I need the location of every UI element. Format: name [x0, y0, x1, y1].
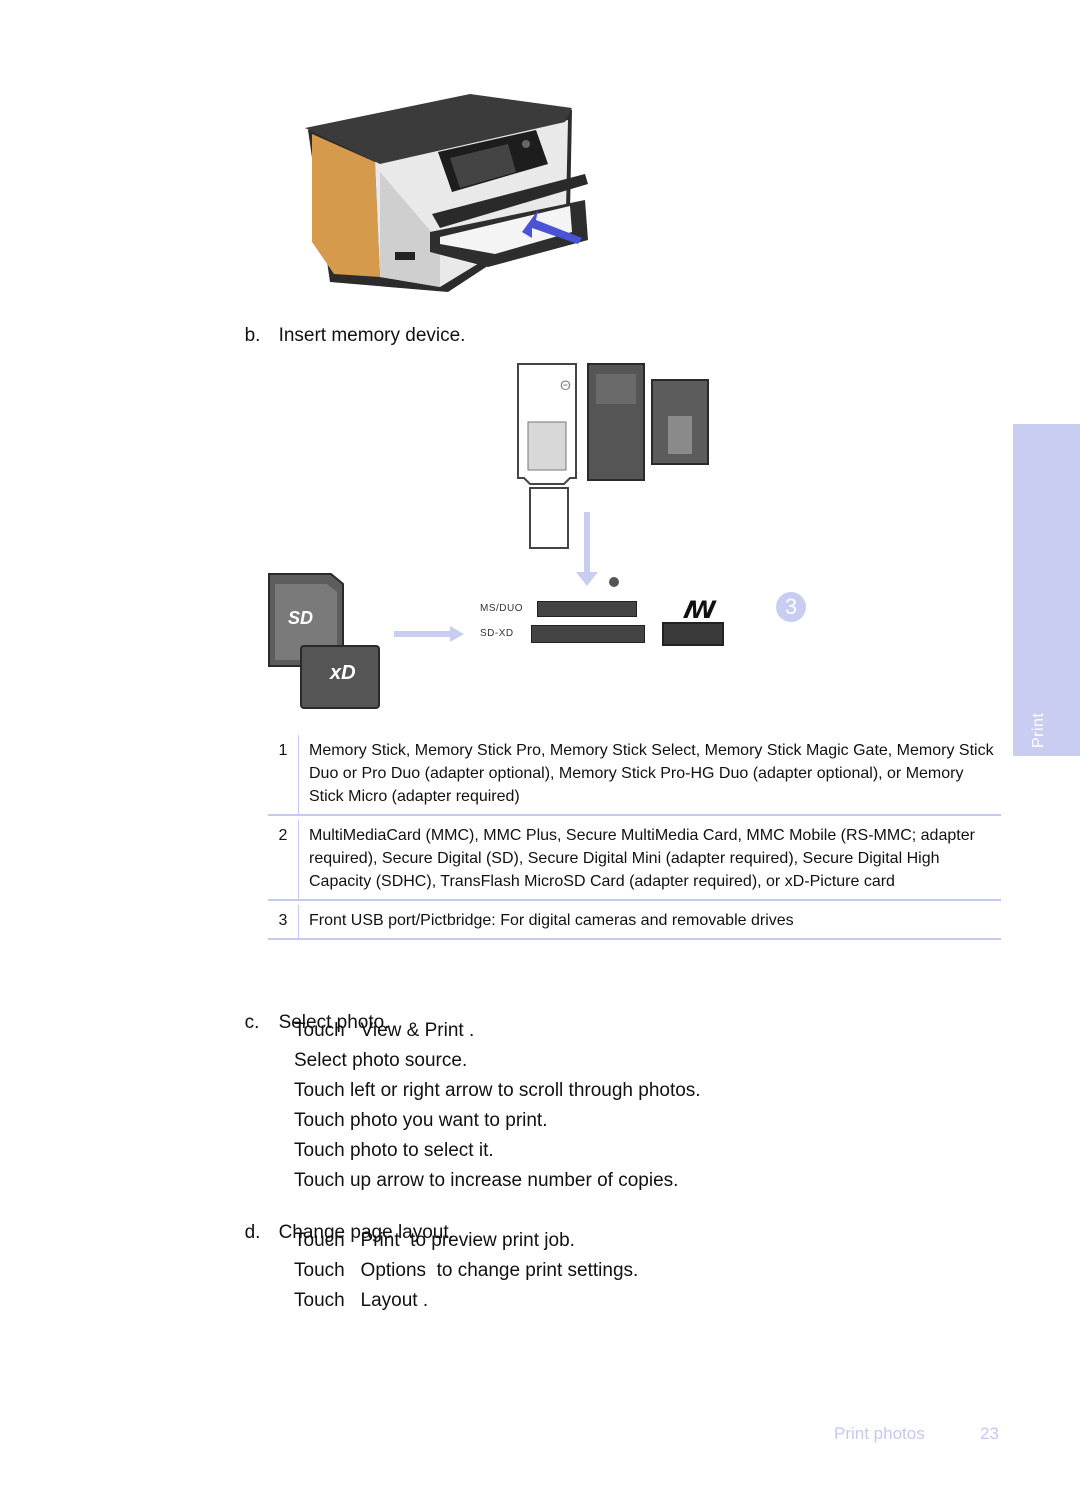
pictbridge-icon: ꟿ	[684, 597, 716, 624]
step-c: c. Select photo.	[234, 990, 390, 1034]
side-tab[interactable]	[1013, 424, 1080, 756]
step-text: Select photo.	[278, 1012, 390, 1033]
substep: Touch Layout .	[294, 1290, 429, 1311]
step-letter: c.	[244, 1012, 260, 1033]
substep: Touch up arrow to increase number of cop…	[294, 1170, 679, 1191]
legend-number: 1	[268, 735, 299, 814]
substep: Select photo source.	[294, 1050, 468, 1071]
legend-text: Front USB port/Pictbridge: For digital c…	[309, 912, 794, 929]
step-text: Insert memory device.	[278, 325, 466, 346]
step-letter: b.	[244, 325, 261, 346]
sd-xd-card-illustration	[268, 573, 380, 709]
legend-row: 2 MultiMediaCard (MMC), MMC Plus, Secure…	[268, 820, 1001, 901]
legend-text: MultiMediaCard (MMC), MMC Plus, Secure M…	[309, 827, 975, 890]
legend-row: 1 Memory Stick, Memory Stick Pro, Memory…	[268, 735, 1001, 816]
substep: Touch Options to change print settings.	[294, 1260, 639, 1281]
substep: Touch View & Print .	[294, 1020, 475, 1041]
substep: Touch Print to preview print job.	[294, 1230, 575, 1251]
footer-section-title: Print photos	[834, 1424, 925, 1443]
legend-table: 1 Memory Stick, Memory Stick Pro, Memory…	[268, 735, 1001, 940]
sd-logo: SD	[288, 608, 314, 628]
step-letter: d.	[244, 1222, 261, 1243]
legend-number: 3	[268, 905, 299, 938]
legend-number: 2	[268, 820, 299, 899]
callout-number: 3	[784, 594, 798, 619]
arrow-right-icon	[394, 626, 464, 642]
legend-text: Memory Stick, Memory Stick Pro, Memory S…	[309, 742, 994, 805]
memory-stick-illustration: Θ	[517, 363, 709, 587]
xd-logo: xD	[330, 662, 356, 684]
substep: Touch left or right arrow to scroll thro…	[294, 1080, 701, 1101]
legend-row: 3 Front USB port/Pictbridge: For digital…	[268, 905, 1001, 940]
svg-text:Θ: Θ	[560, 377, 571, 393]
sd-xd-slot	[531, 625, 645, 643]
side-tab-label: Print	[1030, 712, 1047, 748]
step-text: Change page layout.	[278, 1222, 454, 1243]
ms-duo-slot-label: MS/DUO	[480, 603, 523, 614]
usb-port	[662, 622, 724, 646]
ms-duo-slot	[537, 601, 637, 617]
substep: Touch photo to select it.	[294, 1140, 494, 1161]
step-b: b. Insert memory device.	[234, 303, 466, 347]
callout-3: 3	[776, 592, 806, 622]
printer-illustration	[305, 94, 588, 292]
page-number: 23	[980, 1424, 999, 1443]
substep: Touch photo you want to print.	[294, 1110, 548, 1131]
step-d: d. Change page layout.	[234, 1200, 454, 1244]
sd-xd-slot-label: SD-XD	[480, 628, 514, 639]
